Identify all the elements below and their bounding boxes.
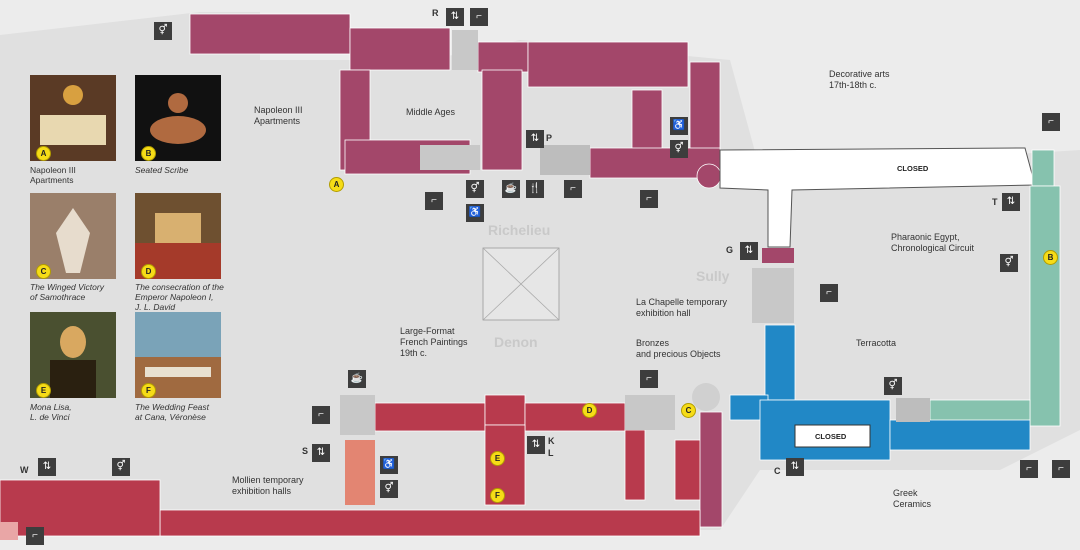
caption-napoleon: Napoleon III Apartments [30, 165, 76, 185]
thumb-badge-f: F [141, 383, 156, 398]
map-badge-c[interactable]: C [681, 403, 696, 418]
label-la-chapelle: La Chapelle temporary exhibition hall [636, 297, 728, 318]
map-badge-e[interactable]: E [490, 451, 505, 466]
thumb-badge-e: E [36, 383, 51, 398]
closed-south: CLOSED [815, 432, 847, 441]
restroom-icon[interactable]: ⚥ [466, 180, 484, 198]
access-t: T [992, 197, 998, 207]
denon-wing[interactable] [0, 394, 723, 537]
room-65[interactable] [762, 248, 794, 263]
restroom-icon[interactable]: ⚥ [154, 22, 172, 40]
access-k: K [548, 436, 555, 446]
elevator-icon[interactable]: ⇅ [1002, 193, 1020, 211]
stairs-icon[interactable]: ⌐ [470, 8, 488, 26]
caption-victory: The Winged Victory of Samothrace [30, 282, 104, 302]
restroom-icon[interactable]: ⚥ [1000, 254, 1018, 272]
map-badge-b[interactable]: B [1043, 250, 1058, 265]
mollien-hall[interactable] [345, 440, 375, 505]
label-napoleon-apartments: Napoleon III Apartments [254, 105, 303, 126]
thumb-winged-victory [30, 193, 116, 279]
wing-denon: Denon [494, 334, 538, 350]
elevator-icon[interactable]: ⇅ [740, 242, 758, 260]
thumb-badge-a: A [36, 146, 51, 161]
map-badge-f[interactable]: F [490, 488, 505, 503]
label-bronzes: Bronzes and precious Objects [636, 338, 721, 359]
access-c: C [774, 466, 781, 476]
closed-north: CLOSED [897, 164, 929, 173]
caption-scribe: Seated Scribe [135, 165, 189, 175]
label-large-format: Large-Format French Paintings 19th c. [400, 326, 468, 358]
restaurant-icon[interactable]: 🍴 [526, 180, 544, 198]
access-w: W [20, 465, 29, 475]
thumb-badge-d: D [141, 264, 156, 279]
richelieu-wing[interactable] [189, 13, 722, 189]
stairs-icon[interactable]: ⌐ [820, 284, 838, 302]
label-decorative-arts: Decorative arts 17th-18th c. [829, 69, 890, 90]
sully-blue-rooms[interactable] [729, 324, 1031, 461]
access-r: R [432, 8, 439, 18]
elevator-icon[interactable]: ⇅ [38, 458, 56, 476]
label-terracotta: Terracotta [856, 338, 897, 348]
access-s: S [302, 446, 309, 456]
restroom-icon[interactable]: ⚥ [112, 458, 130, 476]
wing-sully: Sully [696, 268, 730, 284]
stairs-icon[interactable]: ⌐ [1020, 460, 1038, 478]
cafe-icon[interactable]: ☕ [348, 370, 366, 388]
stairs-icon[interactable]: ⌐ [1042, 113, 1060, 131]
stairs-icon[interactable]: ⌐ [640, 370, 658, 388]
thumb-badge-b: B [141, 146, 156, 161]
restroom-icon[interactable]: ⚥ [380, 480, 398, 498]
map-badge-d[interactable]: D [582, 403, 597, 418]
access-p: P [546, 133, 553, 143]
label-pharaonic-egypt: Pharaonic Egypt, Chronological Circuit [891, 232, 975, 253]
elevator-icon[interactable]: ⇅ [526, 130, 544, 148]
restroom-icon[interactable]: ⚥ [884, 377, 902, 395]
accessibility-icon[interactable]: ♿ [466, 204, 484, 222]
stairs-icon[interactable]: ⌐ [312, 406, 330, 424]
egypt-rooms[interactable] [929, 149, 1061, 427]
label-middle-ages: Middle Ages [406, 107, 456, 117]
label-greek-ceramics: Greek Ceramics [893, 488, 932, 509]
map-badge-a[interactable]: A [329, 177, 344, 192]
elevator-icon[interactable]: ⇅ [527, 436, 545, 454]
cafe-icon[interactable]: ☕ [502, 180, 520, 198]
caption-consecration: The consecration of the Emperor Napoleon… [135, 282, 224, 312]
stairs-icon[interactable]: ⌐ [640, 190, 658, 208]
accessibility-icon[interactable]: ♿ [380, 456, 398, 474]
stairs-icon[interactable]: ⌐ [425, 192, 443, 210]
wing-richelieu: Richelieu [488, 222, 551, 238]
escalator-icon[interactable]: ⌐ [564, 180, 582, 198]
elevator-icon[interactable]: ⇅ [786, 458, 804, 476]
thumb-badge-c: C [36, 264, 51, 279]
label-mollien: Mollien temporary exhibition halls [232, 475, 304, 496]
restroom-icon[interactable]: ⚥ [670, 140, 688, 158]
caption-wedding-feast: The Wedding Feast at Cana, Véronèse [135, 402, 210, 422]
sully-closed-area [719, 147, 1036, 248]
elevator-icon[interactable]: ⇅ [446, 8, 464, 26]
access-l: L [548, 448, 554, 458]
access-g: G [726, 245, 734, 255]
stairs-icon[interactable]: ⌐ [26, 527, 44, 545]
caption-mona-lisa: Mona Lisa, L. de Vinci [30, 402, 72, 422]
stairs-icon[interactable]: ⌐ [1052, 460, 1070, 478]
elevator-icon[interactable]: ⇅ [312, 444, 330, 462]
accessibility-icon[interactable]: ♿ [670, 117, 688, 135]
